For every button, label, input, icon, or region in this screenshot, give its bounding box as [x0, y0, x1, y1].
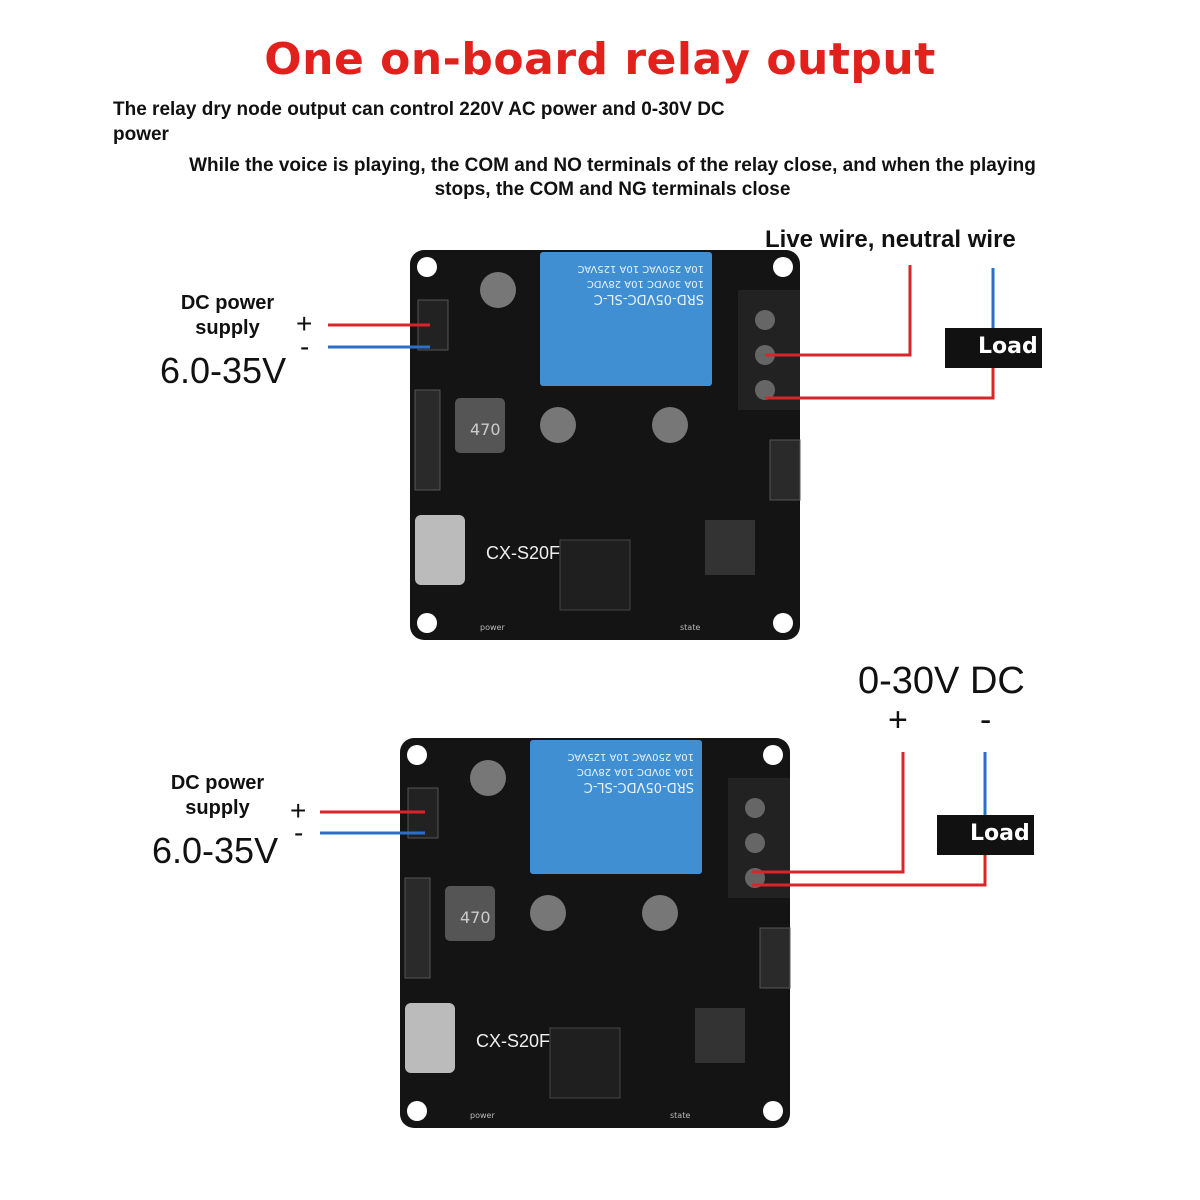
- pin-label-state: state: [670, 1111, 691, 1120]
- description-line-2-cont: stops, the COM and NG terminals close: [434, 179, 791, 200]
- load-box: [945, 328, 1042, 368]
- pcb-board: [399, 737, 791, 1129]
- supply-label: supply: [185, 797, 250, 819]
- supply-label: DC power: [170, 772, 265, 794]
- supply-label: supply: [195, 317, 260, 339]
- relay-rating: 10A 250VAC 10A 125VAC: [577, 263, 704, 274]
- mains-label: Live wire, neutral wire: [765, 226, 1016, 253]
- pcb-board: [409, 249, 801, 641]
- page-title: One on-board relay output: [264, 34, 936, 85]
- pin-label-state: state: [680, 623, 701, 632]
- dc-positive-wire: [752, 752, 905, 874]
- description-line-1: The relay dry node output can control 22…: [113, 99, 725, 120]
- dc-voltage-label: 0-30V DC: [858, 660, 1025, 702]
- description-line-1-cont: power: [113, 124, 169, 145]
- board-model: CX-S20F: [476, 1031, 551, 1051]
- load-return-wire: [765, 366, 995, 400]
- relay-rating: 10A 30VDC 10A 28VDC: [586, 278, 704, 289]
- relay-rating: 10A 30VDC 10A 28VDC: [576, 766, 694, 777]
- load-return-wire: [752, 855, 987, 887]
- pin-label-power: power: [480, 623, 505, 632]
- inductor-label: 470: [460, 908, 491, 927]
- load-box: [937, 815, 1034, 855]
- pin-label-power: power: [470, 1111, 495, 1120]
- load-label: Load: [978, 334, 1038, 359]
- dc-plus-sign: +: [888, 701, 908, 739]
- supply-voltage: 6.0-35V: [152, 830, 279, 871]
- relay-model: SRD-05VDC-SL-C: [593, 291, 704, 306]
- relay-rating: 10A 250VAC 10A 125VAC: [567, 751, 694, 762]
- relay-markings: SRD-05VDC-SL-C 10A 30VDC 10A 28VDC 10A 2…: [577, 261, 704, 306]
- supply-voltage: 6.0-35V: [160, 350, 287, 391]
- plus-sign: +: [290, 795, 307, 826]
- relay-model: SRD-05VDC-SL-C: [583, 779, 694, 794]
- supply-label: DC power: [180, 292, 275, 314]
- live-wire: [765, 265, 912, 357]
- minus-sign: -: [294, 817, 304, 848]
- relay-markings: SRD-05VDC-SL-C 10A 30VDC 10A 28VDC 10A 2…: [567, 749, 694, 794]
- board-model: CX-S20F: [486, 543, 561, 563]
- plus-sign: +: [296, 308, 313, 339]
- load-label: Load: [970, 821, 1030, 846]
- minus-sign: -: [300, 331, 310, 362]
- dc-minus-sign: -: [980, 701, 992, 739]
- inductor-label: 470: [470, 420, 501, 439]
- description-line-2: While the voice is playing, the COM and …: [189, 155, 1036, 176]
